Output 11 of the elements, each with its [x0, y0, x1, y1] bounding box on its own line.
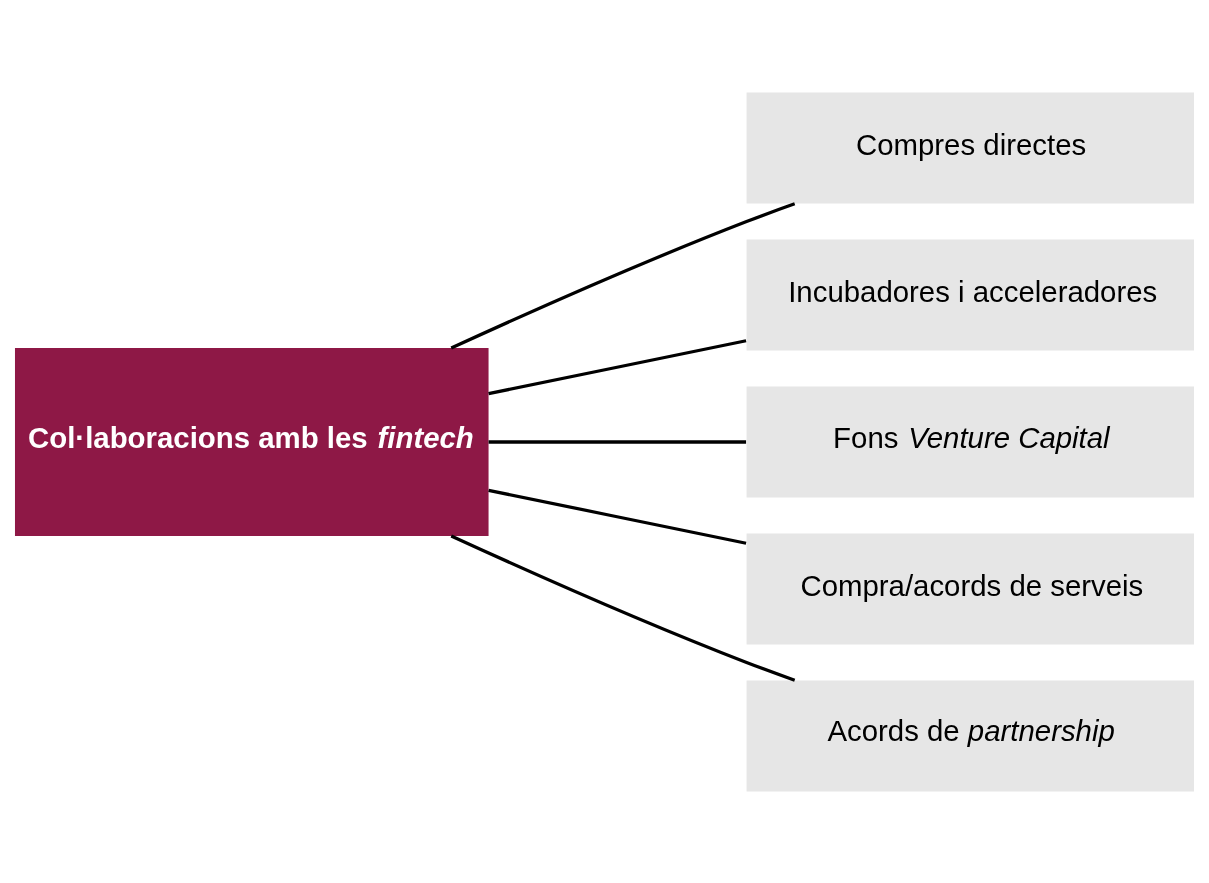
node-box: Col·laboracions amb les fintech: [15, 347, 489, 536]
connector: [488, 338, 747, 395]
connector: [488, 439, 747, 444]
connector: [450, 201, 796, 350]
connector: [450, 533, 796, 682]
connector: [488, 488, 747, 545]
node-box: Compra/acords de serveis: [746, 532, 1194, 644]
node-box: Compres directes: [746, 92, 1194, 204]
node-box: Fons Venture Capital: [746, 386, 1194, 497]
node-box: Incubadores i acceleradores: [746, 239, 1194, 351]
node-box: Acords de partnership: [746, 679, 1194, 791]
